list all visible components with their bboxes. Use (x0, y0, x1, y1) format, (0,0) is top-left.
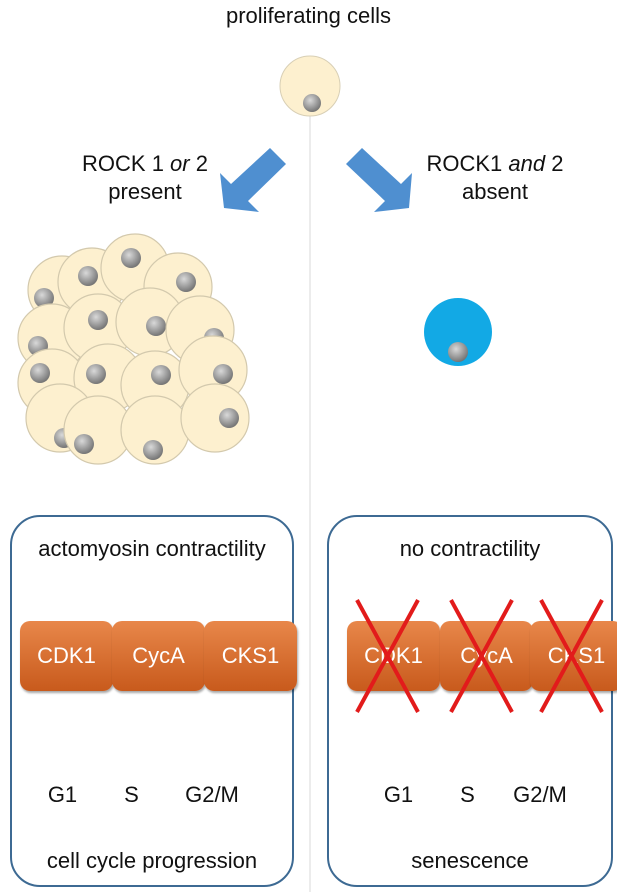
cluster-nucleus (151, 365, 171, 385)
senescent-cell (424, 298, 492, 366)
gene-box-cyca-right: CycA (440, 621, 533, 691)
diagram-title: proliferating cells (225, 3, 392, 28)
phase-g2m-right: G2/M (513, 782, 567, 807)
arrow-to-left-branch (220, 148, 286, 212)
cluster-nucleus (176, 272, 196, 292)
left-panel-heading: actomyosin contractility (38, 536, 266, 561)
cluster-nucleus (146, 316, 166, 336)
phase-g1-left: G1 (47, 782, 78, 807)
right-panel-heading: no contractility (399, 536, 541, 561)
gene-box-cdk1-left: CDK1 (20, 621, 113, 691)
left-panel (10, 515, 294, 887)
cluster-nucleus (74, 434, 94, 454)
cluster-nucleus (121, 248, 141, 268)
left-branch-label: ROCK 1 or 2 present (82, 151, 208, 204)
cluster-cell (180, 383, 250, 453)
phase-g2m-left: G2/M (185, 782, 239, 807)
gene-box-cyca-left: CycA (112, 621, 205, 691)
phase-s-right: S (460, 782, 475, 807)
cluster-nucleus (213, 364, 233, 384)
cluster-nucleus (78, 266, 98, 286)
proliferating-cell (279, 55, 341, 117)
cluster-nucleus (30, 363, 50, 383)
gene-box-cks1-left: CKS1 (204, 621, 297, 691)
gene-box-cdk1-right: CDK1 (347, 621, 440, 691)
cluster-nucleus (86, 364, 106, 384)
right-panel (327, 515, 613, 887)
cluster-nucleus (34, 288, 54, 308)
left-panel-footer: cell cycle progression (46, 848, 258, 873)
cell-cluster (17, 233, 250, 465)
gene-box-cks1-right: CKS1 (530, 621, 617, 691)
phase-s-left: S (124, 782, 139, 807)
right-branch-label: ROCK1 and 2 absent (426, 151, 564, 204)
cluster-nucleus (88, 310, 108, 330)
right-panel-footer: senescence (411, 848, 529, 873)
cluster-nucleus (143, 440, 163, 460)
phase-g1-right: G1 (383, 782, 414, 807)
arrow-to-right-branch (346, 148, 412, 212)
cluster-nucleus (219, 408, 239, 428)
